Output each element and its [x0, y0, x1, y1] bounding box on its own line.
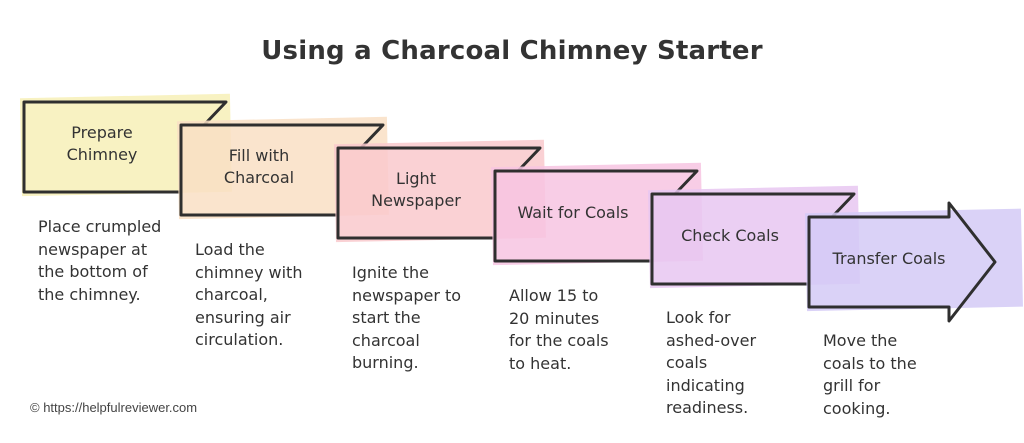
step-label-4: Wait for Coals: [517, 203, 628, 222]
step-description-5: Look for ashed-over coals indicating rea…: [666, 308, 757, 417]
source-credit: © https://helpfulreviewer.com: [30, 400, 198, 415]
step-label-5: Check Coals: [681, 226, 779, 245]
step-fill-6: [804, 208, 1023, 312]
step-outline-6: [807, 201, 997, 323]
step-description-4: Allow 15 to 20 minutes for the coals to …: [509, 286, 609, 373]
step-outline-4: [493, 169, 699, 263]
step-outline-3: [336, 146, 542, 240]
step-6: Transfer Coals: [804, 201, 1023, 323]
diagram-title: Using a Charcoal Chimney Starter: [261, 36, 763, 66]
step-description-2: Load the chimney with charcoal, ensuring…: [195, 240, 303, 349]
step-description-1: Place crumpled newspaper at the bottom o…: [38, 217, 162, 304]
step-description-3: Ignite the newspaper to start the charco…: [352, 263, 462, 372]
step-description-6: Move the coals to the grill for cooking.: [823, 331, 917, 418]
step-outline-5: [650, 192, 856, 286]
step-outline-1: [22, 100, 228, 194]
step-outline-2: [179, 123, 385, 217]
step-label-6: Transfer Coals: [832, 249, 946, 268]
